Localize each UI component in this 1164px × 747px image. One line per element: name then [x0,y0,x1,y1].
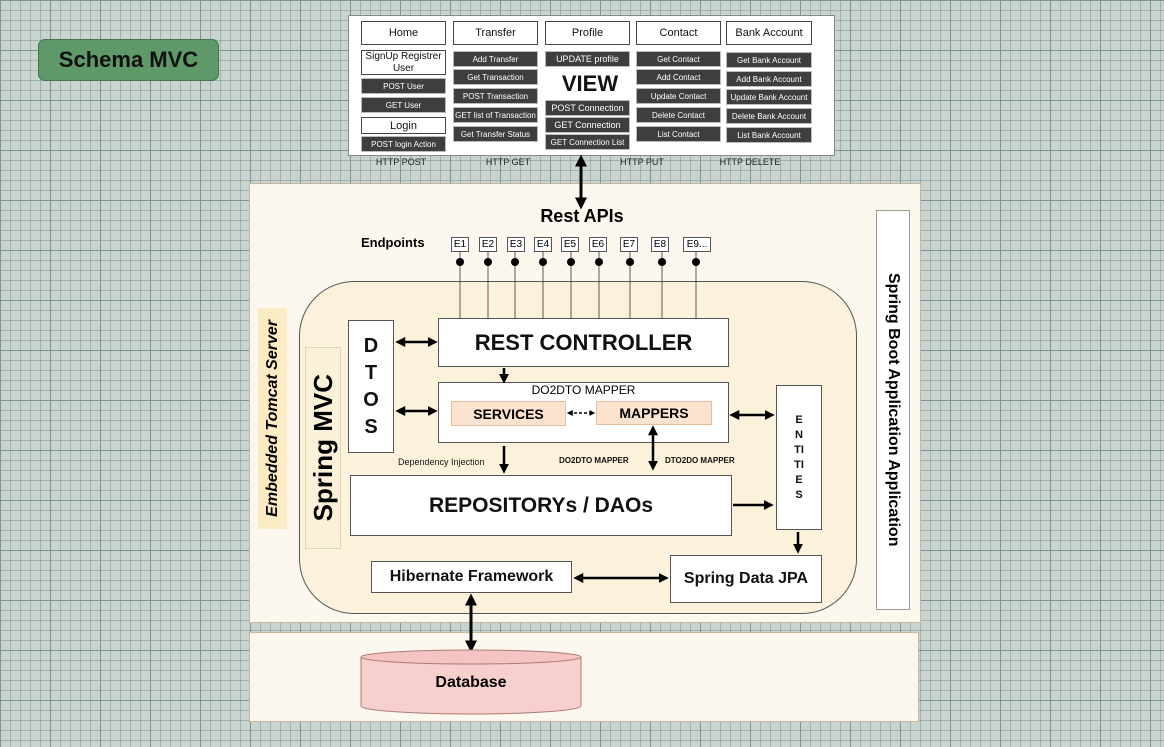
view-header-contact: Contact [636,21,721,45]
mappers-box: MAPPERS [596,401,712,425]
endpoint-e4: E4 [534,237,552,252]
view-item-contact: Add Contact [636,69,721,85]
view-item-contact: Delete Contact [636,107,721,123]
http-method-label: HTTP POST [375,157,427,167]
http-method-label: HTTP DELETE [719,157,781,167]
endpoint-e8: E8 [651,237,669,252]
http-method-label: HTTP PUT [620,157,664,167]
view-subheader-signup: SignUp Registrer User [361,50,446,75]
do2dto-mapper-title: DO2DTO MAPPER [531,383,636,397]
endpoint-e9: E9... [683,237,711,252]
services-box: SERVICES [451,401,566,426]
endpoint-e1: E1 [451,237,469,252]
database-cylinder [360,649,582,715]
endpoints-label: Endpoints [361,235,425,250]
entities-box: ENTITIES [776,385,822,530]
spring-data-jpa-box: Spring Data JPA [670,555,822,603]
view-item-contact: Get Contact [636,51,721,67]
view-item-contact: List Contact [636,126,721,142]
hibernate-box: Hibernate Framework [371,561,572,593]
view-item-profile: POST Connection [545,100,630,116]
view-item-bank: List Bank Account [726,127,812,143]
view-item-transfer: GET list of Transaction [453,107,538,123]
rest-controller-box: REST CONTROLLER [438,318,729,367]
view-item-post-user: POST User [361,78,446,94]
entities-label: ENTITIES [794,413,804,501]
endpoint-e5: E5 [561,237,579,252]
dtos-label: DTOS [363,334,379,438]
endpoint-e7: E7 [620,237,638,252]
view-header-home: Home [361,21,446,45]
do2dto-mapper-label: DO2DTO MAPPER [559,456,629,465]
embedded-tomcat-label-box: Embedded Tomcat Server [258,308,287,529]
view-header-profile: Profile [545,21,630,45]
endpoint-e2: E2 [479,237,497,252]
view-header-login: Login [361,117,446,134]
view-label: VIEW [561,71,619,96]
view-item-bank: Delete Bank Account [726,108,812,124]
view-item-transfer: Add Transfer [453,51,538,67]
spring-boot-label: Spring Boot Application Application [885,273,902,547]
spring-boot-label-box: Spring Boot Application Application [876,210,910,610]
view-item-bank: Get Bank Account [726,52,812,68]
rest-apis-label: Rest APIs [540,206,624,226]
view-item-get-user: GET User [361,97,446,113]
endpoint-dots [456,258,700,266]
view-item-profile: GET Connection List [545,134,630,150]
database-label: Database [435,674,507,691]
dto2do-mapper-label: DTO2DO MAPPER [665,456,735,465]
endpoint-lines [459,252,697,318]
view-item-transfer: POST Transaction [453,88,538,104]
view-item-transfer: Get Transaction [453,69,538,85]
view-item-contact: Update Contact [636,88,721,104]
view-item-profile: UPDATE profile [545,51,630,67]
endpoint-e3: E3 [507,237,525,252]
dependency-injection-label: Dependency Injection [398,457,485,467]
view-header-bank-account: Bank Account [726,21,812,45]
repositories-box: REPOSITORYs / DAOs [350,475,732,536]
view-item-transfer: Get Transfer Status [453,126,538,142]
view-item-bank: Add Bank Account [726,71,812,87]
endpoint-e6: E6 [589,237,607,252]
view-item-post-login: POST login Action [361,136,446,152]
diagram-title: Schema MVC [38,39,219,81]
view-header-transfer: Transfer [453,21,538,45]
dtos-box: DTOS [348,320,394,453]
view-item-profile: GET Connection [545,117,630,133]
spring-mvc-label-box: Spring MVC [305,347,341,549]
http-method-label: HTTP GET [485,157,531,167]
view-item-bank: Update Bank Account [726,89,812,105]
